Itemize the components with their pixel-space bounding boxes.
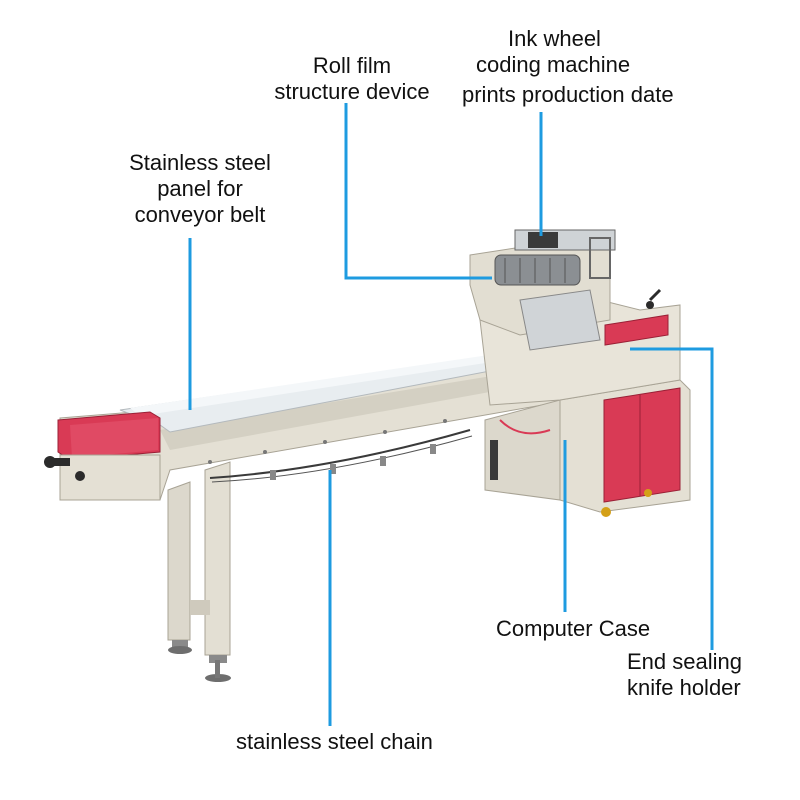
leader-line-end-sealing [630, 347, 714, 650]
label-stainless-panel-line-2: panel for [157, 176, 243, 201]
label-stainless-panel: Stainless steel panel for conveyor belt [110, 150, 290, 228]
label-ink-wheel-line-1: Ink wheel [508, 26, 601, 51]
label-chain: stainless steel chain [236, 729, 433, 754]
label-stainless-panel-line-1: Stainless steel [129, 150, 271, 175]
main-unit [484, 379, 691, 517]
leader-lines [188, 103, 714, 726]
label-ink-wheel-line-2: coding machine [476, 52, 631, 77]
leader-line-roll-film [344, 103, 492, 280]
label-computer-case: Computer Case [496, 616, 651, 641]
label-stainless-panel-line-3: conveyor belt [134, 202, 266, 227]
label-roll-film-line-2: structure device [274, 79, 430, 104]
left-red-box [44, 411, 161, 501]
support-legs [167, 461, 231, 682]
label-end-sealing: End sealing knife holder [627, 649, 742, 701]
label-ink-wheel-line-3: prints production date [462, 82, 674, 107]
chain-underside [209, 429, 473, 483]
label-roll-film-line-1: Roll film [312, 53, 392, 78]
upper-structure [469, 229, 681, 406]
label-end-sealing-line-1: End sealing [627, 649, 742, 674]
label-end-sealing-line-2: knife holder [627, 675, 741, 700]
label-ink-wheel: Ink wheel coding machine prints producti… [462, 26, 712, 108]
label-roll-film: Roll film structure device [262, 53, 442, 105]
